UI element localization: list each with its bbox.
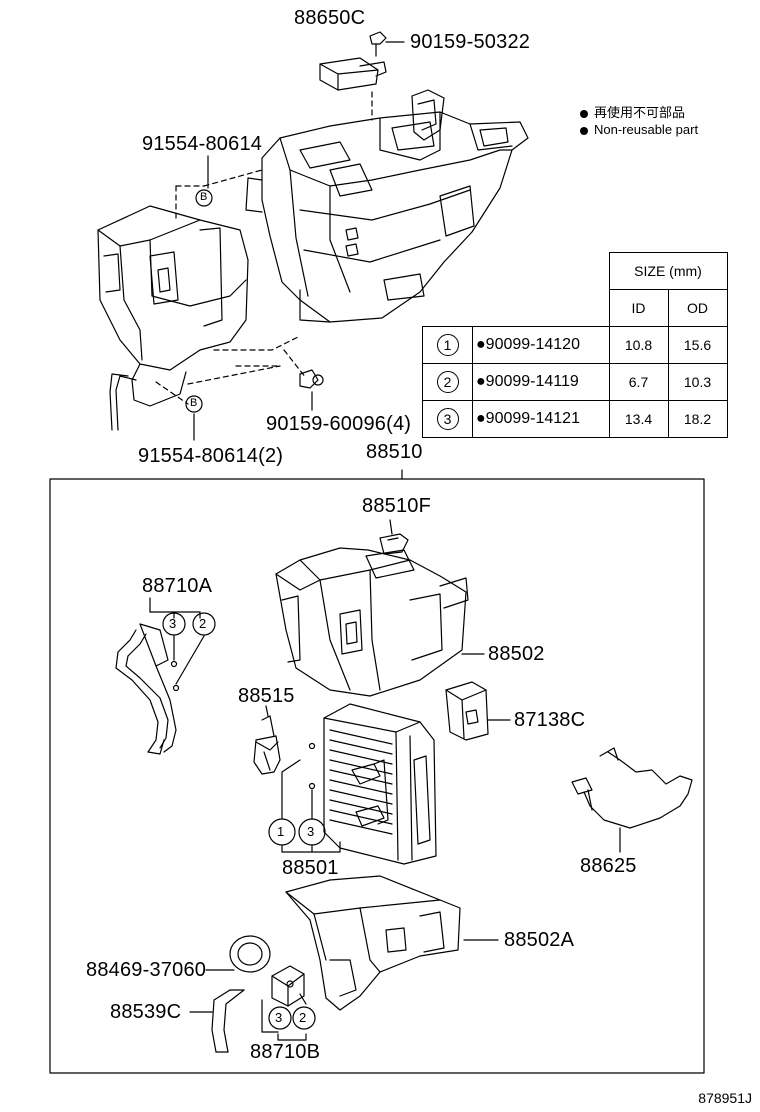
- legend: 再使用不可部品 Non-reusable part: [580, 104, 698, 138]
- part-label-91554-80614x2: 91554-80614(2): [138, 445, 284, 467]
- part-label-88510: 88510: [366, 441, 423, 463]
- table-row: 1 ●90099-14120 10.8 15.6: [422, 326, 728, 364]
- part-label-88501: 88501: [282, 857, 339, 879]
- empty-cell: [422, 289, 473, 327]
- leader-88510f: [389, 519, 393, 535]
- o-ring-mark: [170, 660, 178, 668]
- empty-cell: [423, 253, 473, 290]
- part-label-88710b: 88710B: [250, 1041, 321, 1063]
- callout-3: 3: [307, 824, 315, 839]
- evaporator-88501[interactable]: [323, 703, 437, 865]
- part-cell: ●90099-14121: [472, 400, 610, 438]
- o-ring-mark: [172, 684, 180, 692]
- clip-88510f[interactable]: [379, 533, 409, 555]
- part-label-88650c: 88650C: [294, 7, 366, 29]
- ref-circle: 2: [436, 371, 459, 393]
- legend-en: Non-reusable part: [594, 122, 699, 137]
- callout-1: 1: [277, 824, 285, 839]
- leader-88501: [281, 841, 341, 853]
- pipe-88710a[interactable]: [115, 623, 177, 755]
- bullet-icon: [580, 126, 588, 135]
- empty-cell: [473, 253, 610, 290]
- legend-row-en: Non-reusable part: [580, 121, 698, 138]
- part-label-88710a: 88710A: [142, 575, 213, 597]
- callout-circles: [162, 189, 326, 1030]
- screw-90159-50322[interactable]: [369, 31, 387, 57]
- size-header: SIZE (mm): [608, 252, 728, 290]
- leader-88710b-a: [261, 999, 279, 1033]
- kit-88510-frame: [49, 478, 705, 1074]
- size-table: SIZE (mm) ID OD 1 ●90099-14120 10.8 15.6…: [422, 252, 728, 438]
- ref-cell: 2: [422, 363, 473, 401]
- od-cell: 15.6: [667, 326, 728, 364]
- id-cell: 10.8: [608, 326, 669, 364]
- leader-88710b: [277, 1033, 307, 1041]
- leader-88710b-b: [299, 993, 307, 1005]
- part-label-88625: 88625: [580, 855, 637, 877]
- upper-housing[interactable]: [245, 89, 529, 323]
- blower-unit[interactable]: [97, 205, 249, 431]
- ring-88469-37060[interactable]: [229, 935, 271, 973]
- sensor-87138c[interactable]: [445, 681, 489, 741]
- part-label-88469-37060: 88469-37060: [86, 959, 207, 981]
- leader-88501-a: [281, 759, 301, 819]
- callout-2: 2: [299, 1010, 307, 1025]
- id-cell: 13.4: [608, 400, 669, 438]
- screw-90159-60096[interactable]: [299, 369, 324, 389]
- od-cell: 18.2: [667, 400, 728, 438]
- bullet-icon: [580, 109, 588, 118]
- id-cell: 6.7: [608, 363, 669, 401]
- callout-b: B: [200, 191, 208, 203]
- part-cell: ●90099-14119: [472, 363, 610, 401]
- callout-2: 2: [199, 616, 207, 631]
- ref-cell: 3: [422, 400, 473, 438]
- leader-88710a-d: [175, 635, 205, 685]
- callout-3: 3: [169, 616, 177, 631]
- part-label-90159-60096: 90159-60096(4): [266, 413, 412, 435]
- part-label-88502a: 88502A: [504, 929, 575, 951]
- case-88502a[interactable]: [285, 875, 461, 1011]
- od-cell: 10.3: [667, 363, 728, 401]
- callout-3: 3: [275, 1010, 283, 1025]
- part-label-88539c: 88539C: [110, 1001, 182, 1023]
- callout-b: B: [190, 397, 198, 409]
- case-88502[interactable]: [275, 547, 469, 697]
- legend-jp: 再使用不可部品: [594, 105, 686, 120]
- o-ring-mark: [308, 782, 316, 790]
- part-label-87138c: 87138C: [514, 709, 586, 731]
- block-88710b[interactable]: [271, 965, 305, 1007]
- col-id: ID: [608, 289, 669, 327]
- empty-cell: [472, 289, 609, 327]
- ref-cell: 1: [422, 326, 473, 364]
- assembly-dash-lines: [155, 169, 307, 405]
- part-label-88502: 88502: [488, 643, 545, 665]
- part-label-88515: 88515: [238, 685, 295, 707]
- part-label-88510f: 88510F: [362, 495, 432, 517]
- harness-88625[interactable]: [571, 747, 693, 829]
- part-label-91554-80614: 91554-80614: [142, 133, 263, 155]
- part-label-90159-50322: 90159-50322: [410, 31, 531, 53]
- table-row: 3 ●90099-14121 13.4 18.2: [422, 400, 728, 438]
- ref-circle: 3: [436, 408, 459, 430]
- tube-88539c[interactable]: [211, 989, 245, 1053]
- sensor-88650c[interactable]: [319, 57, 387, 91]
- ref-circle: 1: [436, 334, 459, 356]
- o-ring-mark: [308, 742, 316, 750]
- part-cell: ●90099-14120: [472, 326, 610, 364]
- valve-88515[interactable]: [253, 715, 281, 775]
- legend-row-jp: 再使用不可部品: [580, 104, 698, 121]
- leader-88515: [265, 705, 269, 717]
- table-row: 2 ●90099-14119 6.7 10.3: [422, 363, 728, 401]
- figure-id: 878951J: [698, 1090, 752, 1106]
- col-od: OD: [667, 289, 728, 327]
